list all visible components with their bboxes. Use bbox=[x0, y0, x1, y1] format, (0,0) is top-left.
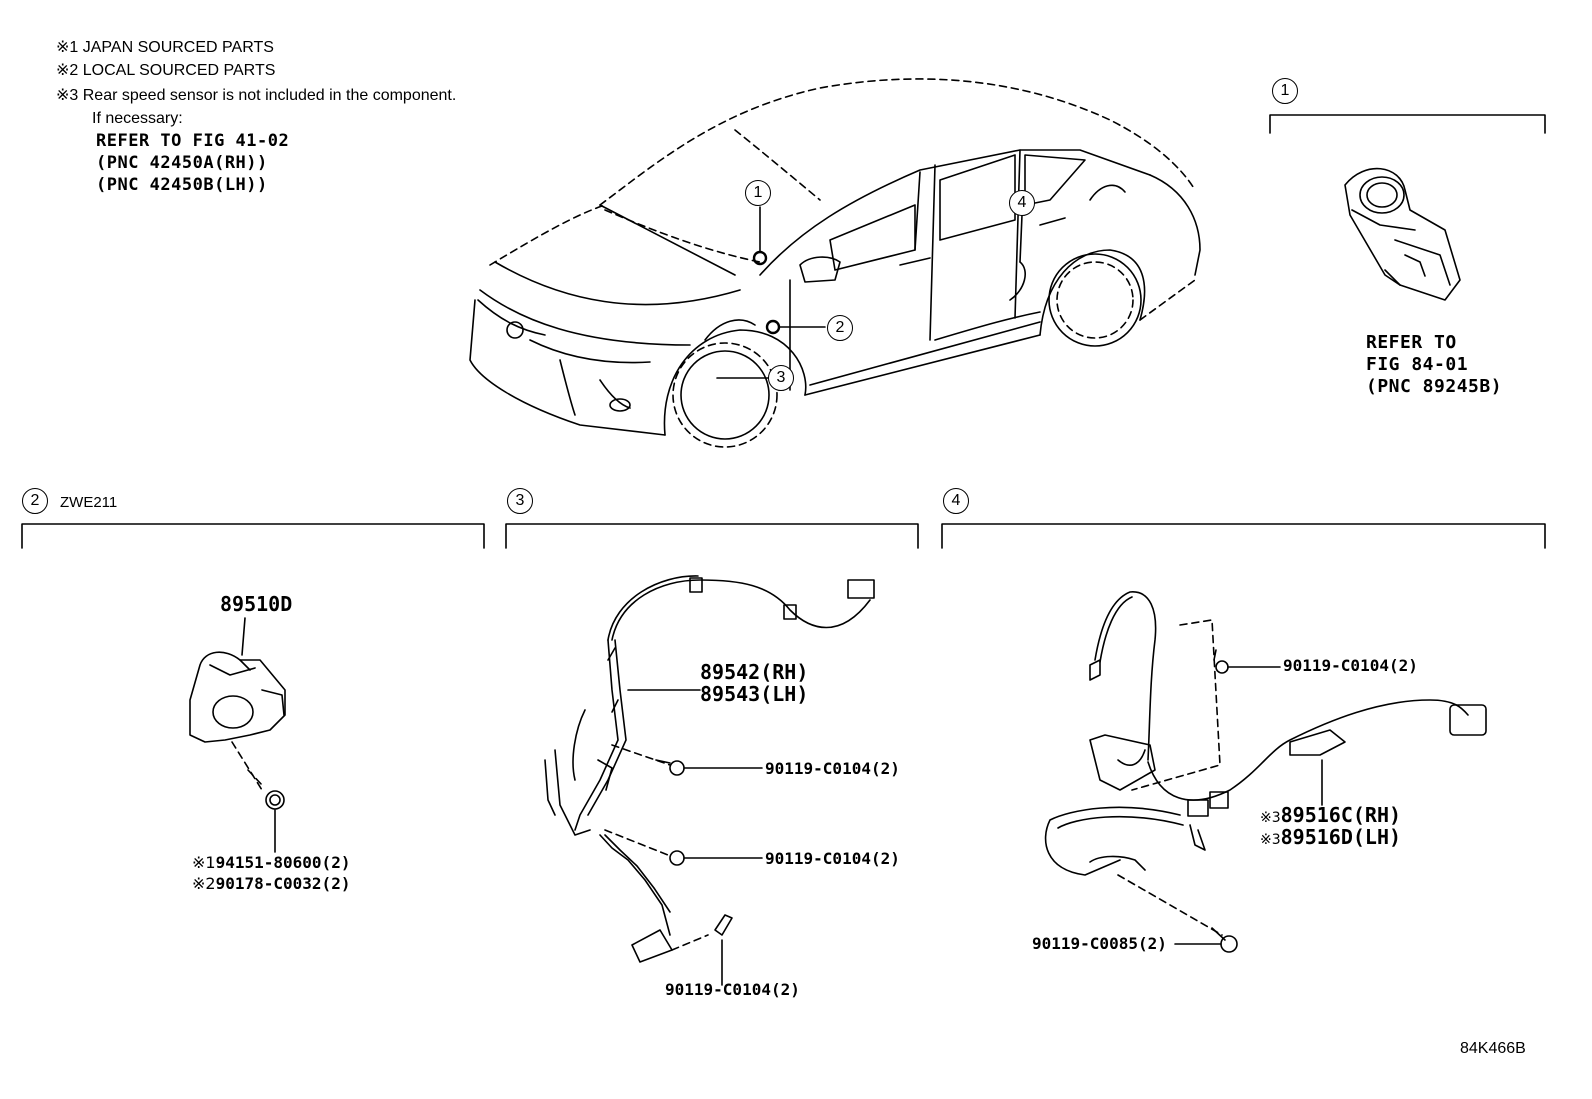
local-mark: ※2 bbox=[192, 874, 216, 893]
part-89543-lh[interactable]: 89543(LH) bbox=[700, 682, 809, 706]
part-90178-c0032: 90178-C0032(2) bbox=[215, 874, 351, 893]
rear-sensor-note-mark-lh: ※3 bbox=[1260, 832, 1281, 848]
note-rear-speed-sensor: ※3 Rear speed sensor is not included in … bbox=[56, 87, 457, 104]
car-callout-2[interactable]: 2 bbox=[827, 315, 853, 341]
bolt-90119-c0104-lower[interactable]: 90119-C0104(2) bbox=[665, 980, 800, 999]
part-89516d-lh: 89516D(LH) bbox=[1280, 825, 1402, 849]
section4-bracket bbox=[941, 523, 1546, 549]
figure-code: 84K466B bbox=[1460, 1040, 1526, 1057]
rear-sensor-note-mark-rh: ※3 bbox=[1260, 810, 1281, 826]
note-refer-pnc-lh: (PNC 42450B(LH)) bbox=[96, 175, 268, 195]
section2-bracket bbox=[21, 523, 485, 549]
japan-mark: ※1 bbox=[192, 853, 216, 872]
part-90178-row[interactable]: ※290178-C0032(2) bbox=[192, 874, 350, 893]
section1-refer-fig: FIG 84-01 bbox=[1366, 354, 1469, 375]
part-89516c-row[interactable]: ※389516C(RH) bbox=[1260, 803, 1401, 827]
section2-label: 2 bbox=[22, 488, 48, 514]
note-local-sourced: ※2 LOCAL SOURCED PARTS bbox=[56, 62, 276, 79]
section3-label: 3 bbox=[507, 488, 533, 514]
section2-model-code: ZWE211 bbox=[60, 494, 118, 511]
rear-speed-sensor-illustration bbox=[1044, 591, 1487, 953]
bolt-90119-c0104-upper[interactable]: 90119-C0104(2) bbox=[765, 759, 900, 778]
section1-refer-pnc[interactable]: (PNC 89245B) bbox=[1366, 376, 1503, 397]
note-refer-fig: REFER TO FIG 41-02 bbox=[96, 131, 290, 151]
car-callout-3[interactable]: 3 bbox=[768, 365, 794, 391]
car-callout-1[interactable]: 1 bbox=[745, 180, 771, 206]
part-89510d[interactable]: 89510D bbox=[220, 592, 293, 616]
steering-sensor-illustration bbox=[1344, 167, 1461, 301]
bolt-90119-c0104-middle[interactable]: 90119-C0104(2) bbox=[765, 849, 900, 868]
note-if-necessary: If necessary: bbox=[92, 110, 183, 127]
car-callout-4[interactable]: 4 bbox=[1009, 190, 1035, 216]
part-94151-80600: 94151-80600(2) bbox=[215, 853, 351, 872]
section1-label: 1 bbox=[1272, 78, 1298, 104]
section4-label: 4 bbox=[943, 488, 969, 514]
section3-bracket bbox=[505, 523, 919, 549]
yaw-sensor-illustration bbox=[189, 617, 286, 853]
note-refer-pnc-rh: (PNC 42450A(RH)) bbox=[96, 153, 268, 173]
bolt-90119-c0104-rear[interactable]: 90119-C0104(2) bbox=[1283, 656, 1418, 675]
section1-bracket bbox=[1269, 114, 1546, 134]
part-94151-row[interactable]: ※194151-80600(2) bbox=[192, 853, 350, 872]
car-illustration bbox=[469, 78, 1201, 448]
front-speed-sensor-illustration bbox=[544, 575, 875, 986]
bolt-90119-c0085[interactable]: 90119-C0085(2) bbox=[1032, 934, 1167, 953]
section1-refer-to: REFER TO bbox=[1366, 332, 1457, 353]
part-89516c-rh: 89516C(RH) bbox=[1280, 803, 1402, 827]
note-japan-sourced: ※1 JAPAN SOURCED PARTS bbox=[56, 39, 274, 56]
part-89542-rh[interactable]: 89542(RH) bbox=[700, 660, 809, 684]
part-89516d-row[interactable]: ※389516D(LH) bbox=[1260, 825, 1401, 849]
